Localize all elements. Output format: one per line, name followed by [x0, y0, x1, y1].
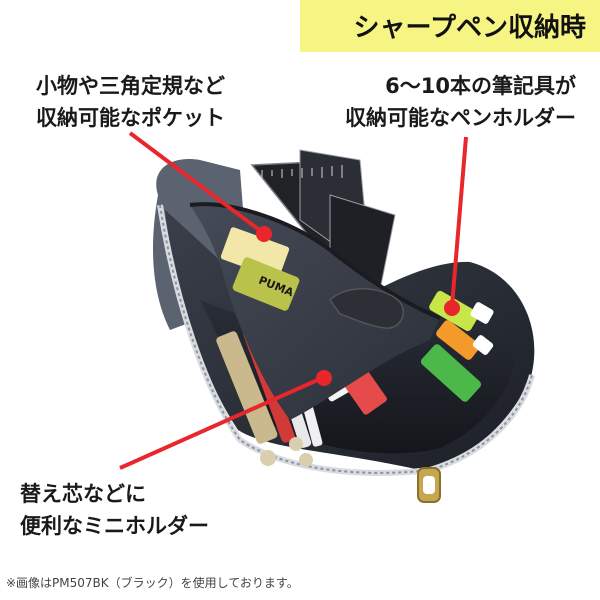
banner-title: シャープペン収納時	[353, 13, 586, 43]
pointer-pen-holder	[450, 136, 468, 307]
callout-pocket-line1: 小物や三角定規など	[36, 74, 225, 98]
callout-mini-holder: 替え芯などに 便利なミニホルダー	[20, 478, 209, 542]
callout-pen-holder-line1: 6〜10本の筆記具が	[385, 74, 576, 98]
eraser-box	[220, 227, 290, 279]
callout-pocket: 小物や三角定規など 収納可能なポケット	[36, 70, 225, 134]
brand-pouch	[232, 257, 300, 311]
header-banner: シャープペン収納時	[0, 0, 600, 52]
scissors	[329, 288, 404, 329]
callout-pen-holder-line2: 収納可能なペンホルダー	[345, 106, 576, 130]
zipper-pull	[417, 467, 441, 503]
callout-pointers	[119, 131, 468, 470]
callout-mini-holder-line1: 替え芯などに	[20, 482, 146, 506]
pointer-mini-holder	[119, 376, 323, 470]
banner-highlight	[300, 0, 600, 52]
footnote: ※画像はPM507BK（ブラック）を使用しております。	[6, 576, 299, 590]
callout-pen-holder: 6〜10本の筆記具が 収納可能なペンホルダー	[345, 70, 576, 134]
pointer-pocket	[128, 131, 264, 234]
callout-mini-holder-line2: 便利なミニホルダー	[20, 514, 209, 538]
callout-pocket-line2: 収納可能なポケット	[36, 106, 225, 130]
